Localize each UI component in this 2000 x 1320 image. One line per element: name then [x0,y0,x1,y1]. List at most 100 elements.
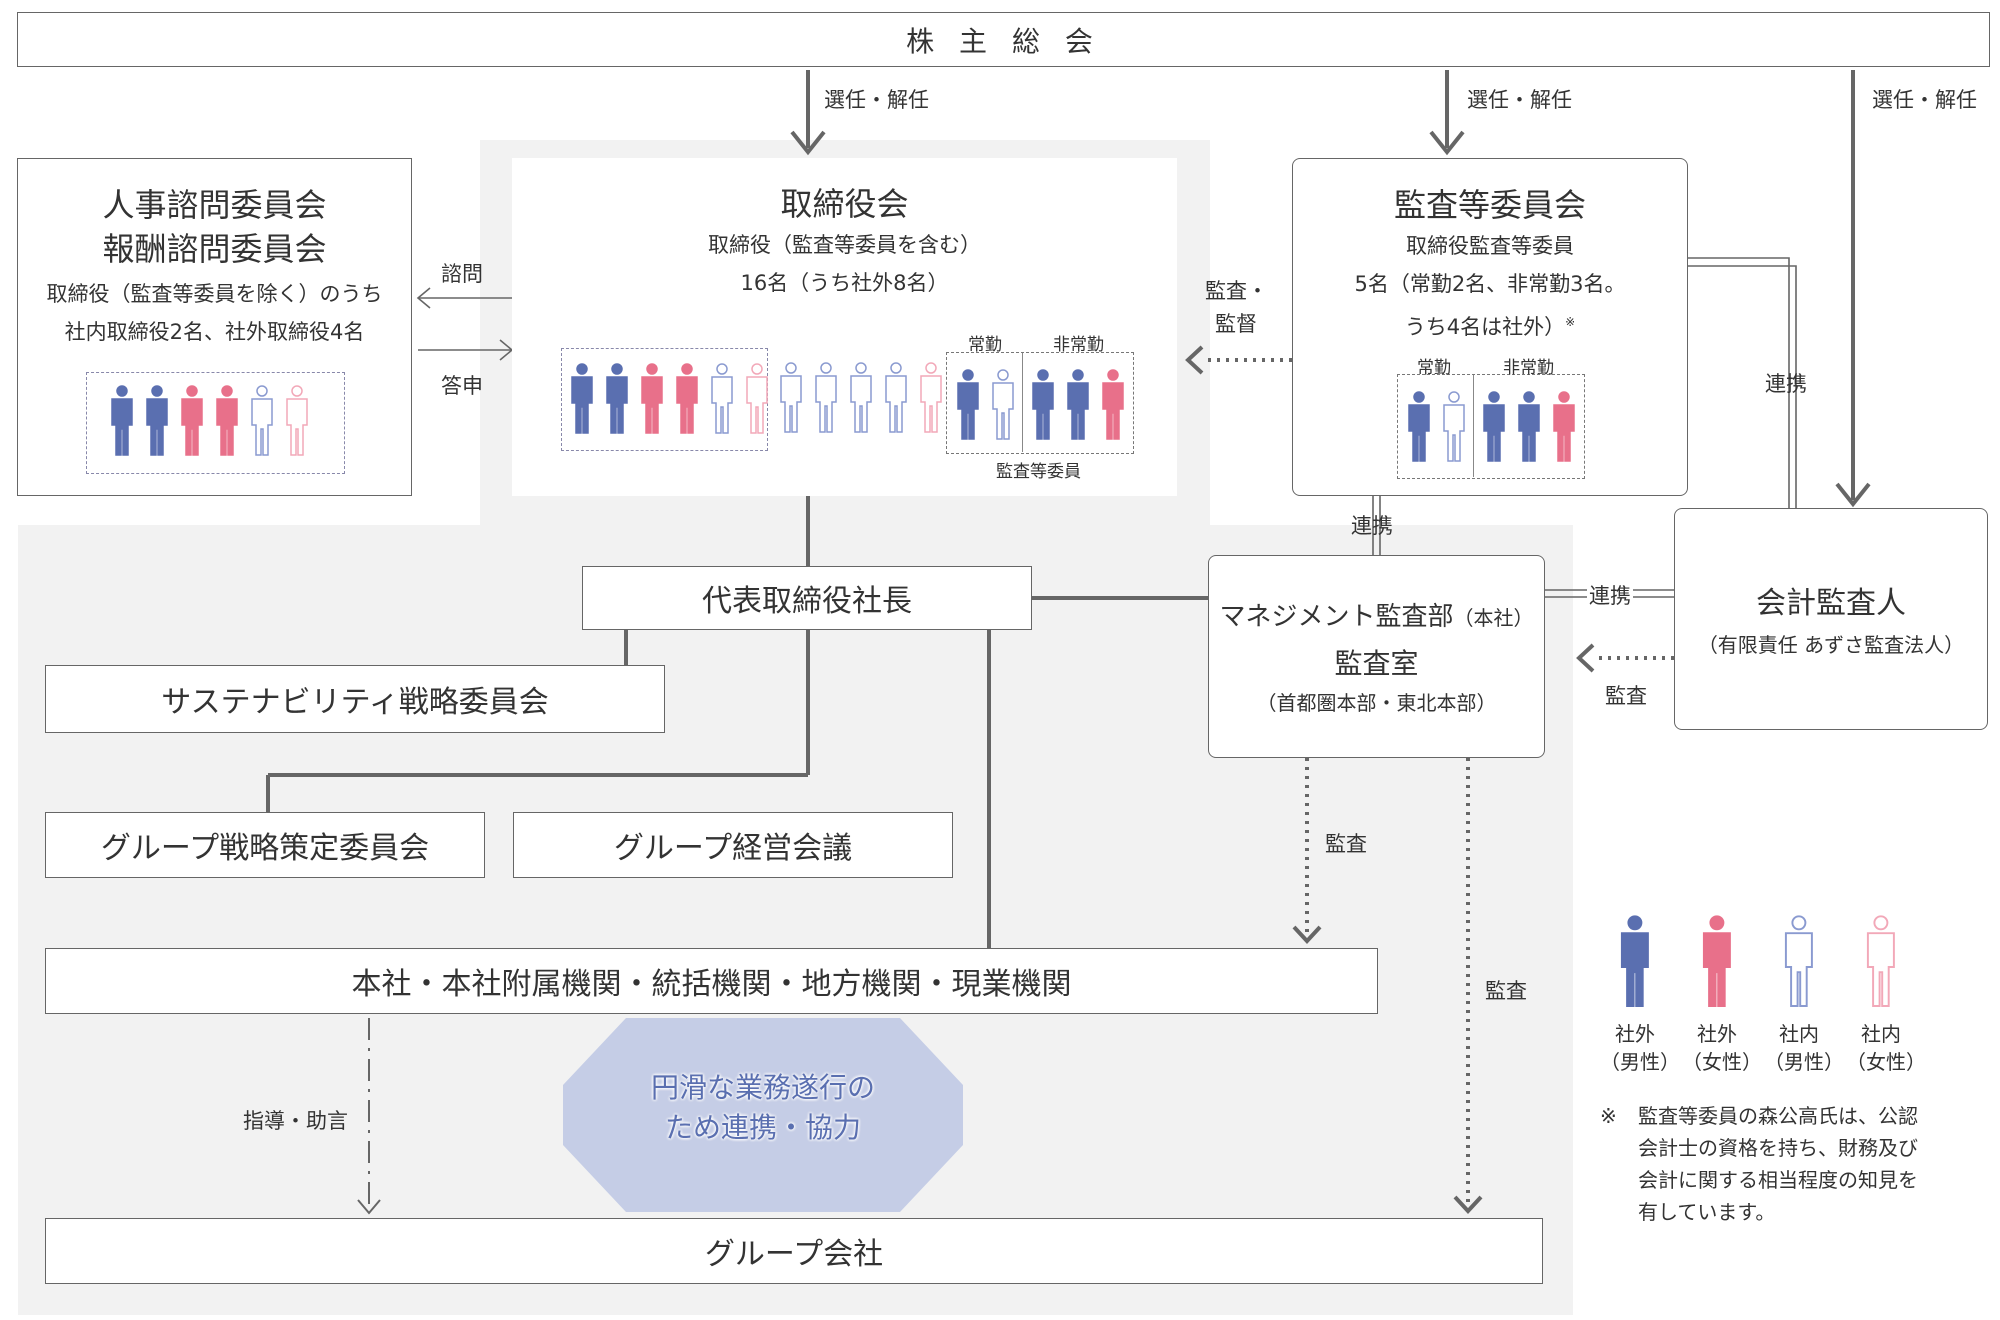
inside-male-icon [711,363,733,434]
auditor-desc: （有限責任 あずさ監査法人） [1697,633,1965,657]
legend-inside-female-l1: 社内 [1861,1022,1901,1046]
audit-committee-desc-2: 5名（常勤2名、非常勤3名。 [1354,272,1626,296]
inside-female-icon [746,363,768,434]
elect-label-board: 選任・解任 [824,88,929,112]
legend-icons [1618,915,1946,1009]
audit-committee-desc-3-text: うち4名は社外） [1404,315,1566,339]
elect-label-audit: 選任・解任 [1467,88,1572,112]
compensation-committee-title: 報酬諮問委員会 [102,230,327,268]
legend-outside-female-l2: （女性） [1682,1050,1762,1074]
legend-outside-male: 社外（男性） [1600,1020,1680,1076]
report-label: 答申 [441,374,483,398]
outside-male-icon [1067,369,1089,440]
inside-male-icon [1443,391,1465,462]
committees-desc-2: 社内取締役2名、社外取締役4名 [64,320,365,344]
inside-male-icon [850,362,872,433]
internal-audit-title-row: マネジメント監査部（本社） [1219,594,1533,641]
accounting-auditor: 会計監査人 （有限責任 あずさ監査法人） [1674,508,1988,730]
outside-female-icon [181,385,203,456]
president: 代表取締役社長 [582,566,1032,630]
legend-inside-male-l2: （男性） [1764,1050,1844,1074]
outside-female-icon [1553,391,1575,462]
president-title: 代表取締役社長 [702,584,912,619]
legend-outside-female-l1: 社外 [1697,1022,1737,1046]
outside-male-icon [146,385,168,456]
inside-male-icon [815,362,837,433]
outside-female-icon [1102,369,1124,440]
group-strategy-title: グループ戦略策定委員会 [100,831,430,866]
inside-male-icon [251,385,273,456]
outside-male-icon [606,363,628,434]
audit-committee-desc-3: うち4名は社外）※ [1405,303,1575,346]
audit-label-hq: 監査 [1325,832,1367,856]
personnel-committee-title: 人事諮問委員会 [102,186,327,224]
audit-label-group: 監査 [1485,979,1527,1003]
audit-supervise-label-1: 監査・ [1205,279,1268,303]
legend: 社外（男性） 社外 （女性） 社内（男性） 社内 （女性） ※ 監査等委員の森公高氏… [1600,915,1990,1315]
committees-people [109,385,319,457]
audit-committee-title: 監査等委員会 [1393,186,1586,224]
board-of-directors: 取締役会 取締役（監査等委員を含む） 16名（うち社外8名） [512,158,1177,496]
advisory-committees: 人事諮問委員会 報酬諮問委員会 取締役（監査等委員を除く）のうち 社内取締役2名… [17,158,412,496]
outside-female-icon [216,385,238,456]
internal-audit-title-suffix: （本社） [1453,606,1534,630]
group-management-meeting: グループ経営会議 [513,812,953,878]
inside-female-icon [1866,915,1895,1007]
coop-label-auditor-2: 連携 [1587,580,1633,610]
outside-male-icon [1518,391,1540,462]
board-title: 取締役会 [780,185,909,223]
audit-fulltime-label: 常勤 [1417,358,1451,378]
outside-female-icon [676,363,698,434]
guidance-label: 指導・助言 [243,1109,348,1133]
legend-inside-male: 社内（男性） [1764,1020,1844,1076]
cooperation-line-1: 円滑な業務遂行の [650,1071,875,1104]
outside-female-icon [641,363,663,434]
board-desc-1: 取締役（監査等委員を含む） [708,233,981,257]
auditor-title: 会計監査人 [1756,586,1906,621]
coop-label-internal: 連携 [1351,514,1393,538]
elect-label-auditor: 選任・解任 [1872,88,1977,112]
board-parttime-people [1030,369,1135,441]
board-parttime-label: 非常勤 [1053,335,1104,355]
legend-note-line-3: 会計に関する相当程度の知見を [1638,1168,1918,1192]
outside-female-icon [1702,915,1731,1007]
group-companies-title: グループ会社 [704,1237,884,1272]
consult-label: 諮問 [441,262,483,286]
audit-parttime-label: 非常勤 [1503,358,1554,378]
legend-note-line-2: 会計士の資格を持ち、財務及び [1638,1136,1918,1160]
cooperation-arrow: 円滑な業務遂行の ため連携・協力 [563,1068,963,1148]
board-audit-members [946,352,1134,454]
inside-female-icon [286,385,308,456]
outside-male-icon [1620,915,1649,1007]
cooperation-line-2: ため連携・協力 [664,1111,861,1144]
legend-inside-female: 社内 （女性） [1846,1020,1926,1076]
outside-male-icon [111,385,133,456]
group-strategy-committee: グループ戦略策定委員会 [45,812,485,878]
board-desc-2: 16名（うち社外8名） [740,271,949,295]
legend-note-mark: ※ [1600,1104,1617,1128]
legend-note-line-1: 監査等委員の森公高氏は、公認 [1638,1104,1918,1128]
outside-male-icon [1032,369,1054,440]
board-fulltime-people [955,369,1025,441]
legend-inside-female-l2: （女性） [1846,1050,1926,1074]
shareholders-title: 株 主 総 会 [906,24,1101,58]
audit-supervise-label-2: 監督 [1215,312,1257,336]
inside-female-icon [920,362,942,433]
sustainability-committee: サステナビリティ戦略委員会 [45,665,665,733]
sustainability-title: サステナビリティ戦略委員会 [161,685,549,720]
committees-members [86,372,345,474]
inside-male-icon [780,362,802,433]
audit-label-auditor: 監査 [1605,684,1647,708]
internal-audit-department: マネジメント監査部（本社） 監査室 （首都圏本部・東北本部） [1208,555,1545,758]
legend-outside-female: 社外 （女性） [1682,1020,1762,1076]
inside-male-icon [1784,915,1813,1007]
board-audit-members-label: 監査等委員 [996,462,1081,482]
board-group-b-people [778,362,953,434]
board-group-a [561,348,768,451]
shareholders-meeting: 株 主 総 会 [17,12,1990,67]
group-companies: グループ会社 [45,1218,1543,1284]
coop-label-auditor-1: 連携 [1765,372,1807,396]
legend-outside-male-l2: （男性） [1600,1050,1680,1074]
audit-committee-desc-1: 取締役監査等委員 [1406,234,1574,258]
